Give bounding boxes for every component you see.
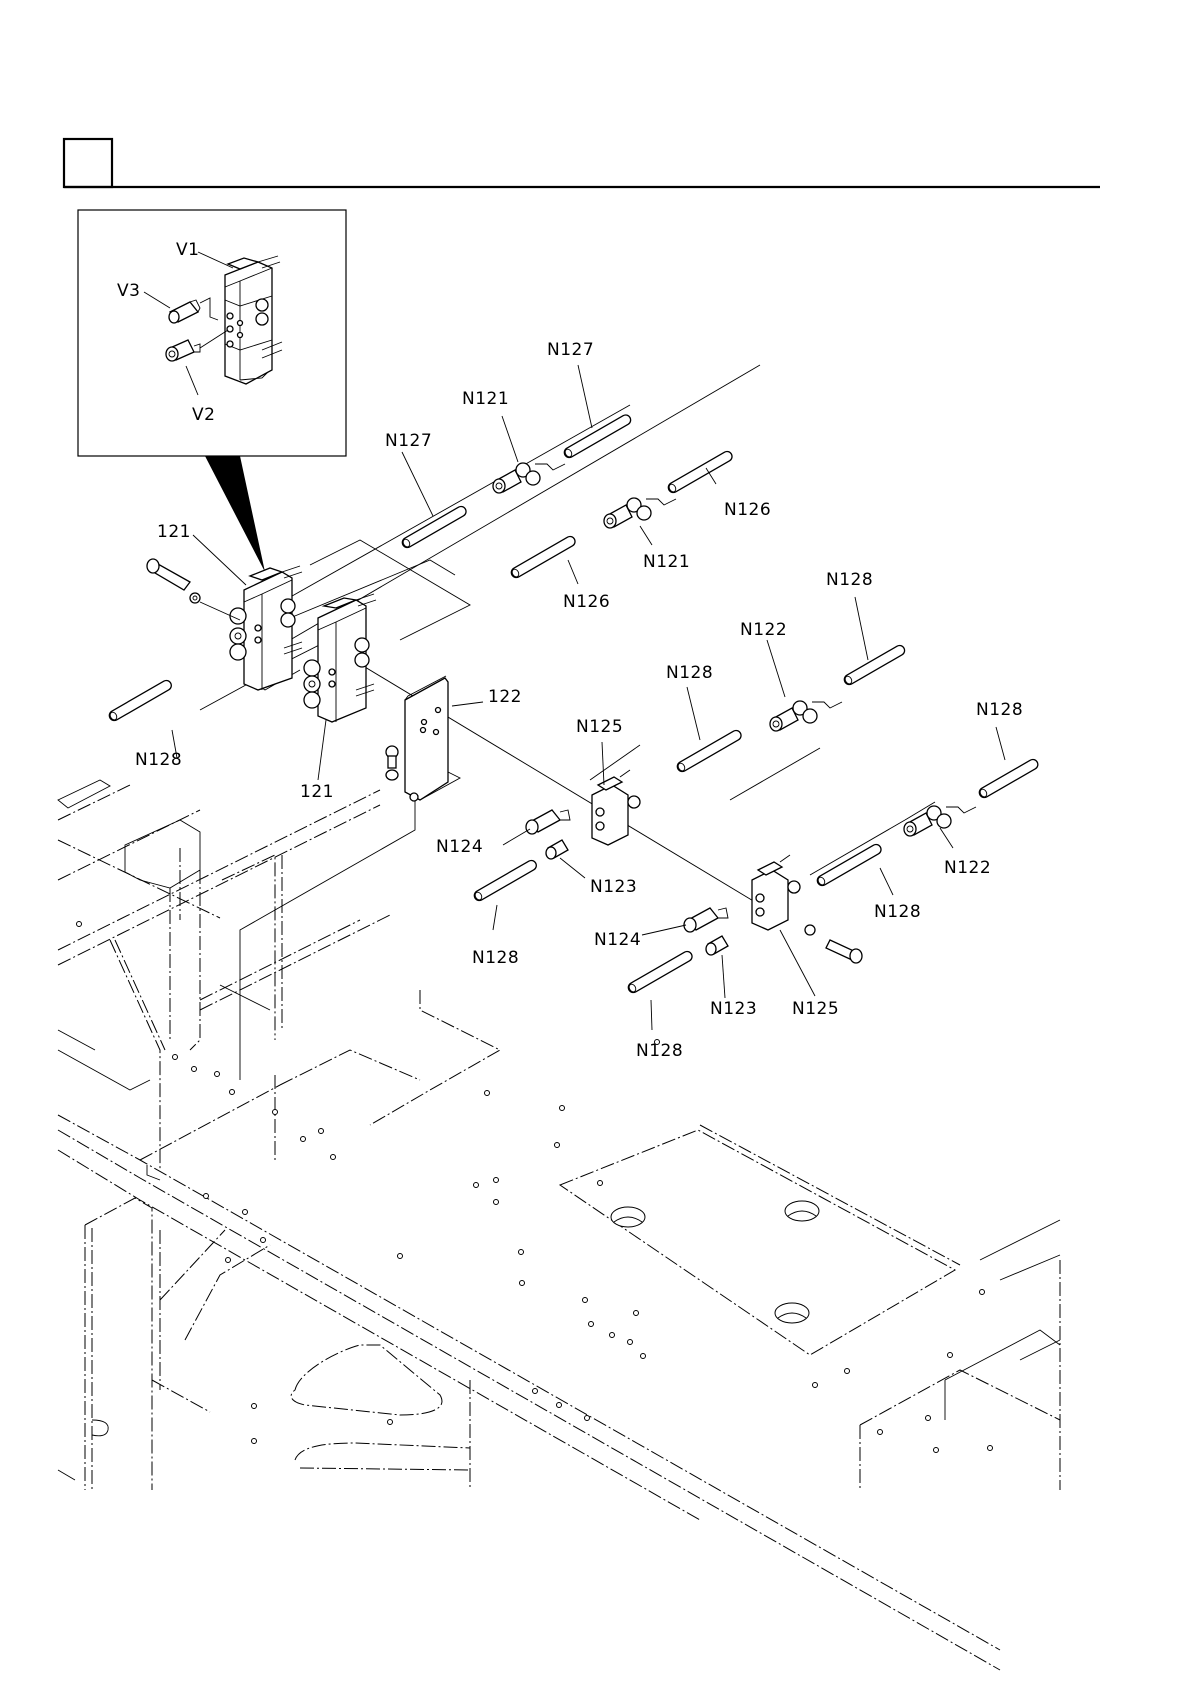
machine-base-frame (57, 779, 1061, 1671)
label-n128-far-right: N128 (976, 700, 1023, 720)
inset-detail: V1 V3 V2 (77, 209, 347, 457)
label-n128-left: N128 (135, 750, 182, 770)
label-n124-upper: N124 (436, 837, 483, 857)
tube-n128-left (108, 679, 172, 722)
valve-121-upper (229, 565, 303, 691)
label-n123-upper: N123 (590, 877, 637, 897)
label-n126-center: N126 (563, 592, 610, 612)
tube-n128-top-right (843, 644, 906, 686)
label-n121-lower: N121 (643, 552, 690, 572)
label-n128-right-lower: N128 (874, 902, 921, 922)
label-n128-top-right: N128 (826, 570, 873, 590)
section-number-box (62, 137, 114, 189)
part-labels: N127 N121 N127 N126 N121 N126 N128 N122 … (135, 340, 1023, 1061)
valve-n125-lower (751, 854, 801, 931)
bracket-122 (385, 675, 461, 802)
label-n125-upper: N125 (576, 717, 623, 737)
fitting-n121-lower (603, 497, 677, 529)
tube-n128-bottom (627, 950, 693, 994)
label-n128-lower-left: N128 (472, 948, 519, 968)
valve-v1 (224, 255, 283, 385)
leader-lines (171, 364, 1006, 1031)
label-n128-mid: N128 (666, 663, 713, 683)
label-n122-upper: N122 (740, 620, 787, 640)
label-n122-lower: N122 (944, 858, 991, 878)
fitting-n121-upper (492, 462, 566, 494)
fitting-n122-upper (769, 700, 843, 732)
part-v2 (165, 329, 229, 362)
part-v3 (168, 297, 219, 324)
tube-n126-center (510, 535, 576, 579)
fitting-n123-lower (705, 935, 729, 956)
label-n126-right: N126 (724, 500, 771, 520)
screw-121 (146, 558, 241, 621)
label-n127-lower: N127 (385, 431, 432, 451)
bolt-holes (76, 921, 993, 1453)
label-n128-bottom: N128 (636, 1041, 683, 1061)
label-122: 122 (488, 687, 522, 707)
raised-plate (558, 1129, 957, 1356)
tube-n126-right (667, 450, 733, 494)
valve-121-lower (303, 593, 377, 723)
label-121-lower: 121 (300, 782, 334, 802)
tube-n128-far-right (978, 758, 1039, 799)
tube-n127-lower (401, 505, 467, 549)
screw-n125 (804, 924, 863, 964)
connection-lines (199, 364, 936, 1080)
silencer-n124-lower (683, 907, 729, 933)
plate-holes (91, 1200, 820, 1437)
label-v3: V3 (117, 281, 140, 301)
label-n123-lower: N123 (710, 999, 757, 1019)
tube-n128-right-lower (816, 843, 882, 887)
silencer-n124-upper (525, 809, 571, 835)
label-121-upper: 121 (157, 522, 191, 542)
tubes (108, 414, 1039, 994)
label-v1: V1 (176, 240, 199, 260)
callout-triangle-icon (205, 456, 265, 572)
label-v2: V2 (192, 405, 215, 425)
y-fittings (492, 462, 977, 837)
label-n125-lower: N125 (792, 999, 839, 1019)
section-header (62, 137, 1100, 189)
tube-n127-upper (563, 414, 632, 459)
fitting-n123-upper (545, 839, 569, 860)
fitting-n122-lower (903, 805, 977, 837)
valve-n125-upper (591, 769, 641, 846)
tube-n128-lower-left (473, 859, 537, 902)
label-n124-lower: N124 (594, 930, 641, 950)
label-n121-upper: N121 (462, 389, 509, 409)
label-n127-upper: N127 (547, 340, 594, 360)
tube-n128-mid (676, 729, 742, 773)
